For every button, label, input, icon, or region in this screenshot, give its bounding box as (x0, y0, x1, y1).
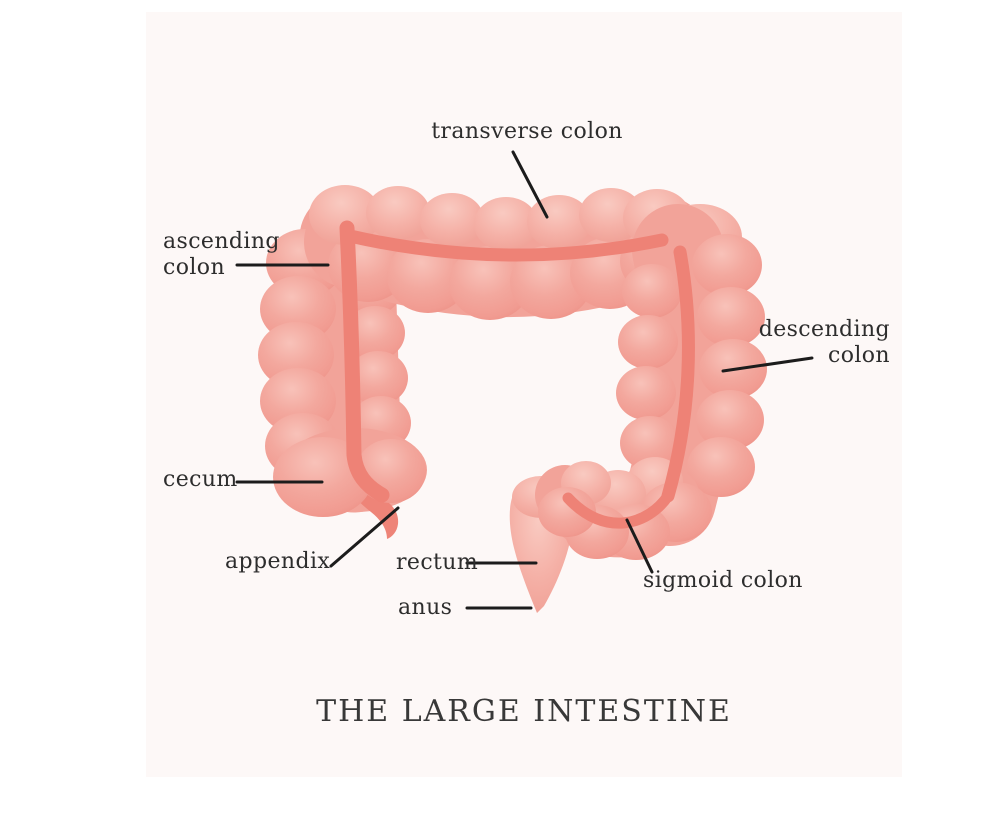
label-transverse-colon: transverse colon (431, 119, 623, 144)
sigmoid-colon-pointer-line (625, 518, 654, 574)
label-ascending-colon: ascending colon (163, 229, 280, 280)
descending-colon-pointer-line (721, 356, 814, 373)
figure-title: THE LARGE INTESTINE (316, 694, 732, 729)
label-sigmoid-colon: sigmoid colon (643, 568, 803, 593)
transverse-colon-pointer-line (511, 150, 549, 219)
label-appendix: appendix (225, 549, 331, 574)
transverse-colon-shape (304, 185, 742, 320)
taenia-stripes (339, 220, 695, 529)
label-cecum: cecum (163, 467, 238, 492)
label-rectum: rectum (396, 550, 479, 575)
label-anus: anus (398, 595, 453, 620)
pointer-lines (235, 150, 814, 610)
appendix-pointer-line (329, 506, 400, 568)
label-descending-colon: descending colon (758, 317, 890, 368)
